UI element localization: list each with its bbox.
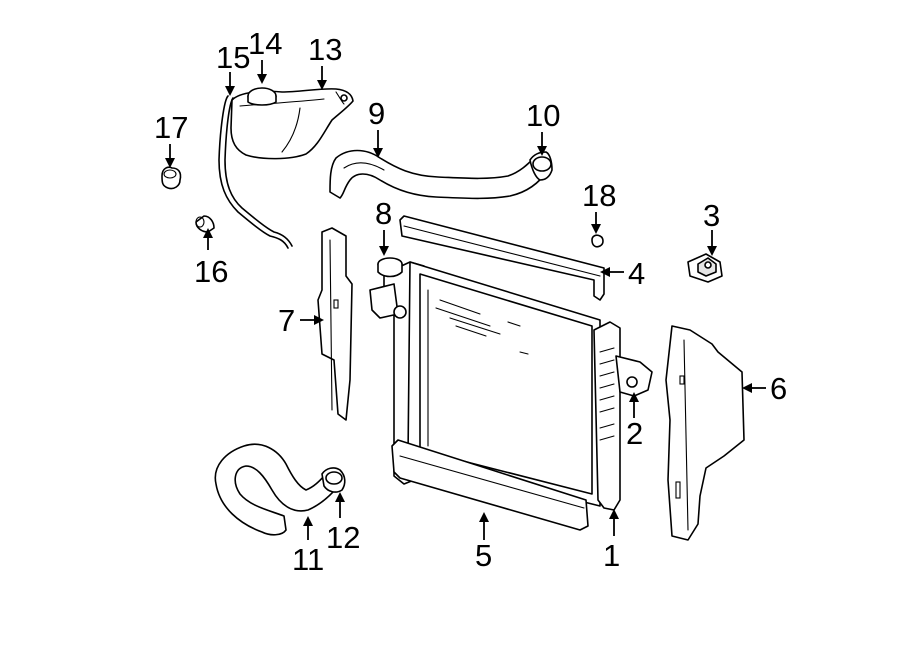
callout-8: 8 [375,196,392,231]
overflow-hose [218,95,293,249]
callout-11: 11 [292,542,324,577]
callout-9: 9 [368,96,385,131]
callout-16: 16 [194,254,228,289]
callout-6: 6 [770,371,787,406]
reservoir-cap [247,87,277,106]
callout-14: 14 [248,26,282,61]
bracket-3 [687,253,723,283]
callout-10: 10 [526,98,560,133]
callout-15: 15 [216,40,250,75]
callout-2: 2 [626,416,643,451]
upper-radiator-hose [329,149,549,200]
callout-12: 12 [326,520,360,555]
lower-seal [391,439,589,531]
leader-lines [165,60,766,540]
callout-3: 3 [703,198,720,233]
callout-4: 4 [628,256,645,291]
callout-7: 7 [278,303,295,338]
lower-radiator-hose [214,443,346,536]
upper-seal [399,215,605,301]
callout-17: 17 [154,110,188,145]
fitting-17 [161,166,182,190]
fitting-18 [591,234,604,248]
callout-labels: 1 2 3 4 5 6 7 8 9 10 11 12 13 14 15 16 1… [154,26,787,577]
coolant-reservoir [230,88,354,160]
right-side-shroud [665,325,745,541]
callout-13: 13 [308,32,342,67]
callout-1: 1 [603,538,620,573]
fitting-16 [195,215,215,233]
left-side-shroud [317,227,353,421]
upper-hose-elbow [529,151,553,181]
radiator [369,257,653,511]
callout-5: 5 [475,538,492,573]
callout-18: 18 [582,178,616,213]
